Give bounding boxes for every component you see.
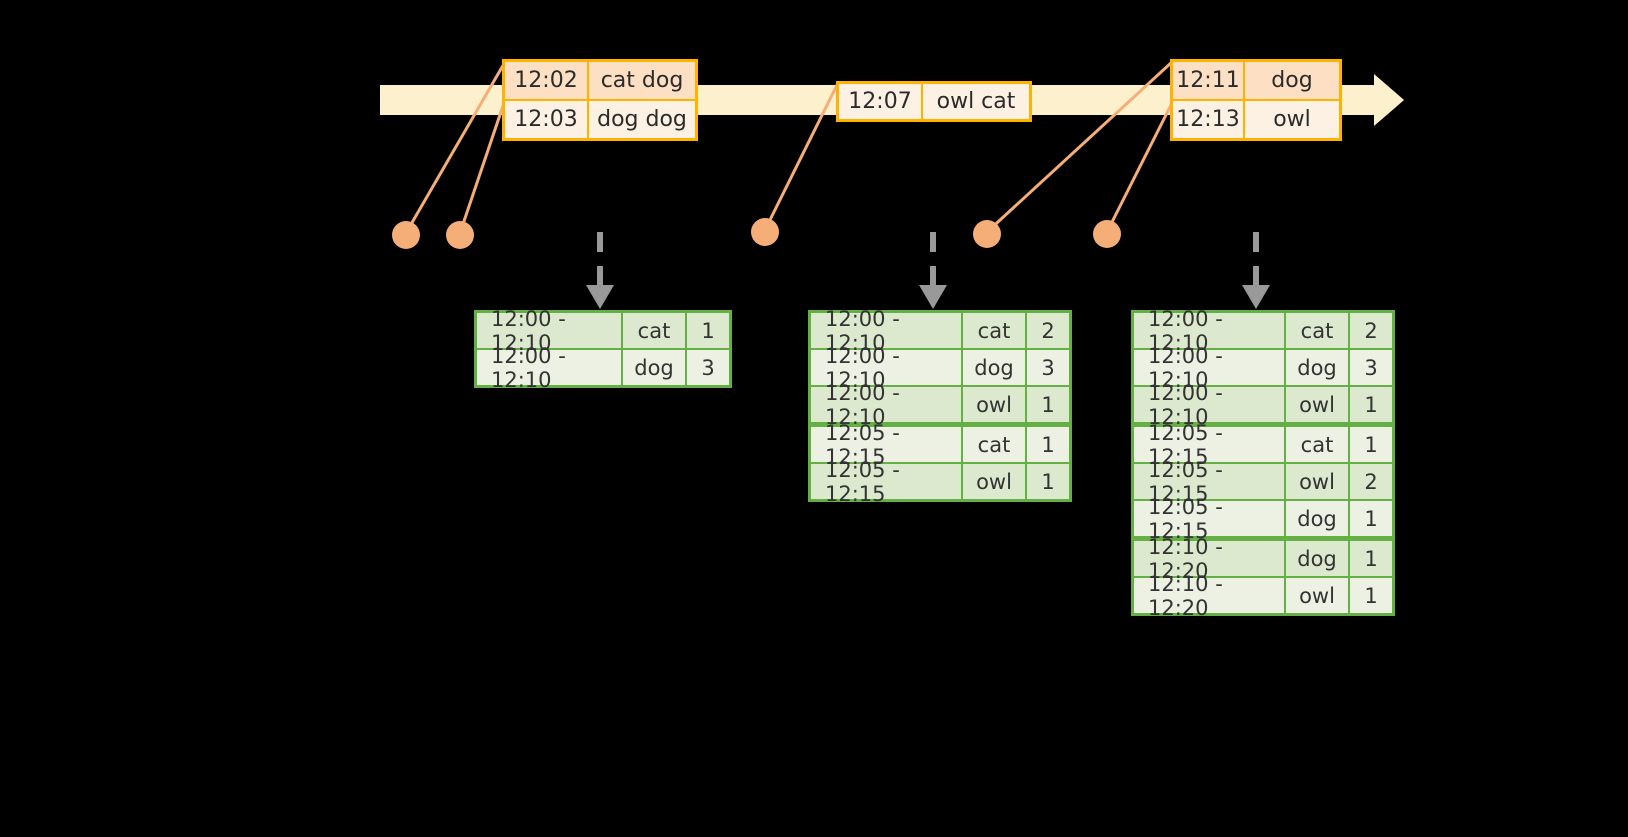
- word-cell: cat: [1286, 427, 1348, 462]
- event-time: 12:03: [505, 101, 589, 138]
- count-cell: 1: [1027, 427, 1069, 462]
- window-cell: 12:05 - 12:15: [1134, 458, 1284, 506]
- word-cell: dog: [1286, 350, 1348, 385]
- word-cell: dog: [1286, 541, 1348, 576]
- event-row: 12:13 owl: [1173, 99, 1339, 138]
- event-time: 12:13: [1173, 101, 1245, 138]
- count-cell: 1: [1350, 501, 1392, 536]
- word-cell: dog: [1286, 501, 1348, 536]
- count-cell: 1: [1350, 427, 1392, 462]
- count-cell: 3: [1350, 350, 1392, 385]
- count-cell: 1: [1027, 464, 1069, 499]
- window-cell: 12:00 - 12:10: [811, 344, 961, 392]
- window-cell: 12:00 - 12:10: [811, 381, 961, 429]
- word-cell: owl: [1286, 578, 1348, 613]
- event-box-3[interactable]: 12:11 dog 12:13 owl: [1170, 59, 1342, 141]
- word-cell: owl: [963, 387, 1025, 422]
- word-cell: owl: [1286, 387, 1348, 422]
- dashed-arrow-head-3: [1242, 285, 1270, 309]
- event-words: dog: [1245, 62, 1339, 99]
- event-time: 12:02: [505, 62, 589, 99]
- event-words: dog dog: [589, 101, 695, 138]
- dashed-arrow-head-2: [919, 285, 947, 309]
- dashed-arrow-head-1: [586, 285, 614, 309]
- window-cell: 12:10 - 12:20: [1134, 572, 1284, 620]
- window-cell: 12:05 - 12:15: [811, 421, 961, 469]
- event-row: 12:03 dog dog: [505, 99, 695, 138]
- word-cell: cat: [963, 427, 1025, 462]
- window-cell: 12:00 - 12:10: [811, 307, 961, 355]
- word-cell: owl: [963, 464, 1025, 499]
- count-cell: 2: [1350, 313, 1392, 348]
- event-words: owl: [1245, 101, 1339, 138]
- event-box-1[interactable]: 12:02 cat dog 12:03 dog dog: [502, 59, 698, 141]
- event-time: 12:11: [1173, 62, 1245, 99]
- event-row: 12:11 dog: [1173, 62, 1339, 99]
- window-cell: 12:05 - 12:15: [1134, 495, 1284, 543]
- event-time: 12:07: [839, 84, 923, 119]
- event-row: 12:07 owl cat: [839, 84, 1029, 119]
- word-cell: owl: [1286, 464, 1348, 499]
- word-cell: cat: [963, 313, 1025, 348]
- word-cell: cat: [1286, 313, 1348, 348]
- word-cell: dog: [963, 350, 1025, 385]
- event-row: 12:02 cat dog: [505, 62, 695, 99]
- event-words: cat dog: [589, 62, 695, 99]
- count-cell: 1: [1350, 541, 1392, 576]
- count-cell: 3: [1027, 350, 1069, 385]
- count-cell: 2: [1350, 464, 1392, 499]
- event-box-2[interactable]: 12:07 owl cat: [836, 81, 1032, 122]
- event-words: owl cat: [923, 84, 1029, 119]
- count-cell: 2: [1027, 313, 1069, 348]
- timeline-arrow-head: [1374, 74, 1404, 126]
- window-cell: 12:05 - 12:15: [811, 458, 961, 506]
- word-cell: dog: [623, 350, 685, 385]
- count-cell: 1: [1350, 387, 1392, 422]
- word-cell: cat: [623, 313, 685, 348]
- count-cell: 1: [1027, 387, 1069, 422]
- count-cell: 1: [1350, 578, 1392, 613]
- count-cell: 1: [687, 313, 729, 348]
- window-cell: 12:00 - 12:10: [1134, 381, 1284, 429]
- window-cell: 12:00 - 12:10: [477, 344, 621, 392]
- count-cell: 3: [687, 350, 729, 385]
